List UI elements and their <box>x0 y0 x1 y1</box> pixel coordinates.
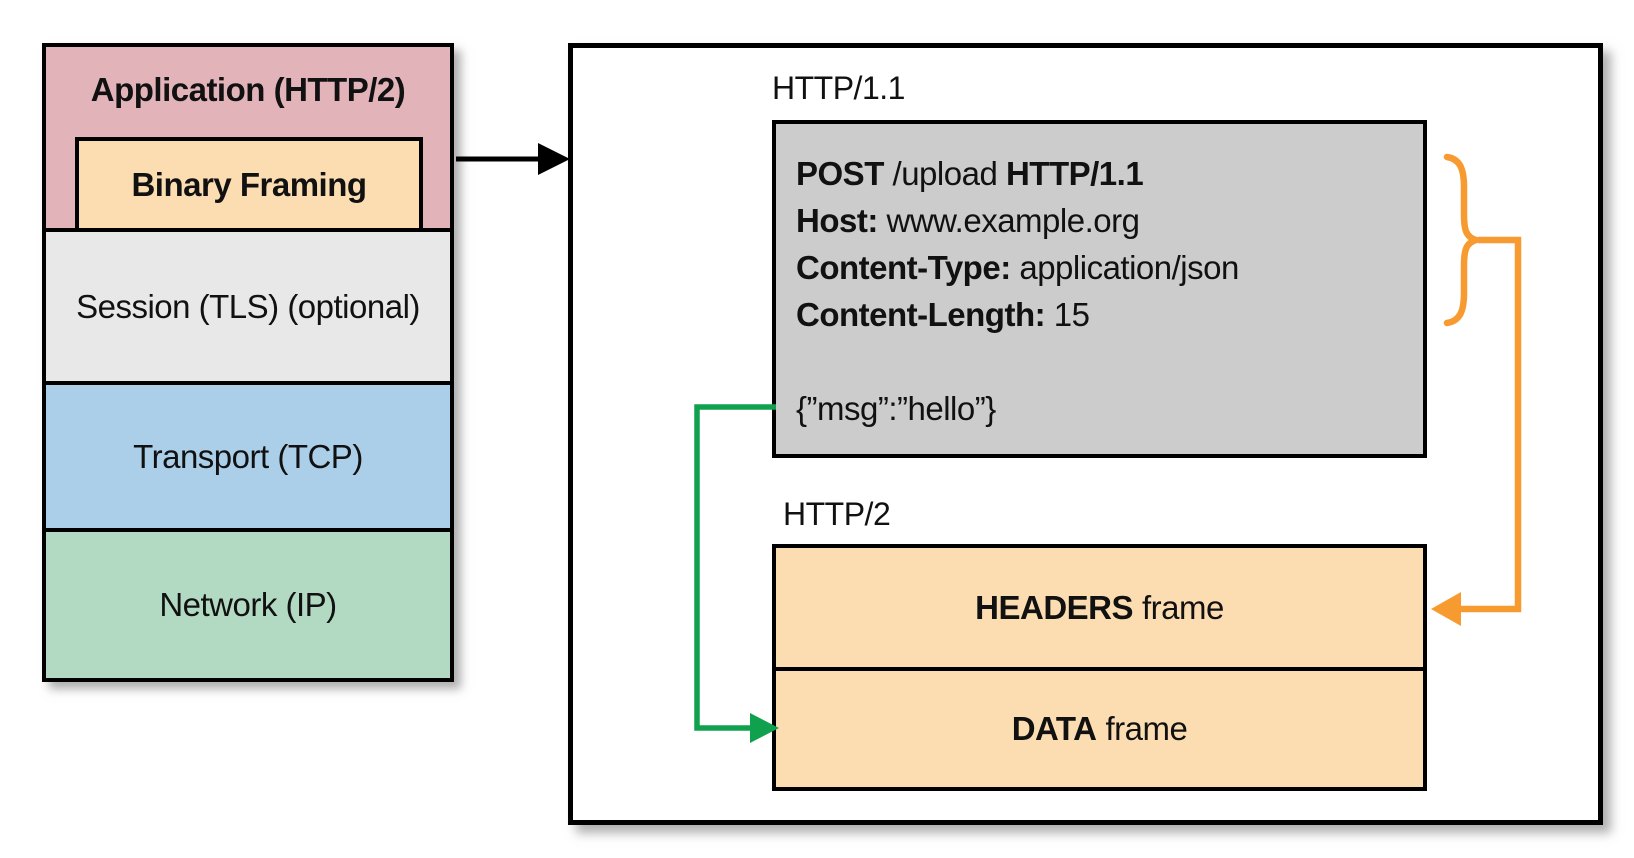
header-host: Host: www.example.org <box>796 197 1413 244</box>
header-content-length-value: 15 <box>1045 296 1090 333</box>
headers-frame-name: HEADERS <box>975 588 1133 626</box>
header-content-length-name: Content-Length: <box>796 296 1046 333</box>
layer-network: Network (IP) <box>42 528 454 682</box>
header-host-value: www.example.org <box>877 202 1140 239</box>
transport-label: Transport (TCP) <box>133 437 363 475</box>
network-label: Network (IP) <box>159 586 337 623</box>
session-label: Session (TLS) (optional) <box>76 287 420 325</box>
layer-application: Application (HTTP/2) Binary Framing <box>42 43 454 232</box>
request-version: HTTP/1.1 <box>1005 155 1144 192</box>
header-content-type-name: Content-Type: <box>796 249 1011 286</box>
application-label: Application (HTTP/2) <box>90 71 406 108</box>
layer-session: Session (TLS) (optional) <box>42 228 454 385</box>
request-blank-line <box>796 338 1413 385</box>
header-content-type-value: application/json <box>1010 249 1239 286</box>
stack-to-panel-arrow <box>456 143 570 175</box>
data-frame-suffix: frame <box>1105 710 1188 747</box>
request-line: POST /upload HTTP/1.1 <box>796 150 1413 197</box>
header-host-name: Host: <box>796 202 878 239</box>
http11-section-label: HTTP/1.1 <box>772 70 905 106</box>
header-content-type: Content-Type: application/json <box>796 244 1413 291</box>
data-frame-name: DATA <box>1011 710 1097 747</box>
headers-frame-suffix: frame <box>1142 588 1224 626</box>
protocol-stack: Application (HTTP/2) Binary Framing Sess… <box>42 43 454 682</box>
binary-framing-label: Binary Framing <box>131 165 367 203</box>
request-body: {”msg”:”hello”} <box>796 390 996 427</box>
http11-request-box: POST /upload HTTP/1.1 Host: www.example.… <box>772 120 1427 458</box>
http2-section-label: HTTP/2 <box>783 496 891 532</box>
request-path: /upload <box>883 155 1006 192</box>
binary-framing-box: Binary Framing <box>75 137 423 232</box>
request-method: POST <box>796 155 884 192</box>
header-content-length: Content-Length: 15 <box>796 291 1413 338</box>
layer-transport: Transport (TCP) <box>42 381 454 532</box>
